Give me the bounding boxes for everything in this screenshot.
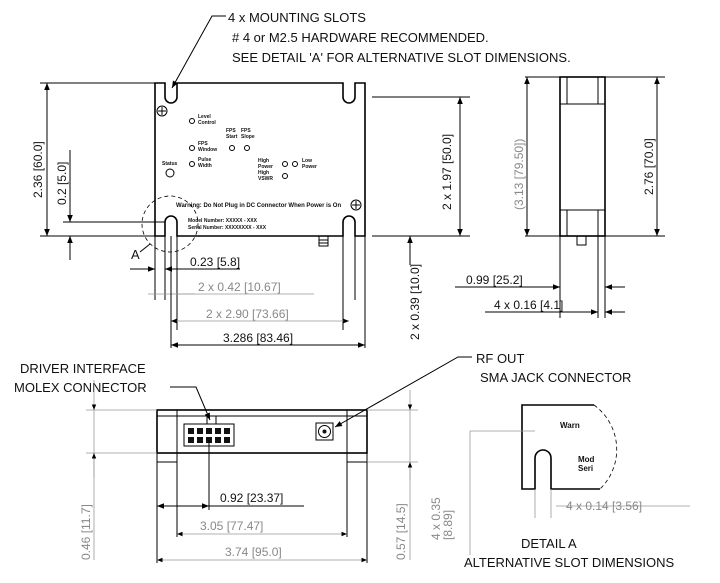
screw-icon	[350, 199, 362, 211]
status-led: Status	[162, 161, 178, 178]
svg-text:High: High	[258, 170, 269, 176]
svg-text:3.74 [95.0]: 3.74 [95.0]	[225, 545, 282, 559]
svg-text:Pulse: Pulse	[198, 157, 212, 163]
svg-text:FPS: FPS	[198, 141, 208, 147]
side-view: (3.13 [79.50]) 2.76 [70.0] 0.99 [25.2] 4…	[455, 76, 665, 318]
svg-text:VSWR: VSWR	[258, 176, 273, 182]
front-callouts: DRIVER INTERFACE MOLEX CONNECTOR RF OUT …	[14, 351, 631, 428]
svg-text:Power: Power	[258, 164, 273, 170]
svg-text:Window: Window	[198, 147, 217, 153]
svg-text:Power: Power	[302, 164, 317, 170]
top-view-dimensions: 2.36 [60.0] 0.2 [5.0] 2 x 1.97 [50.0] 2 …	[31, 82, 470, 348]
svg-text:Low: Low	[302, 158, 312, 164]
fps-window-pot: FPS Window	[189, 141, 217, 153]
fps-start-pot: FPS Start	[226, 128, 238, 151]
svg-text:ALTERNATIVE SLOT DIMENSIONS: ALTERNATIVE SLOT DIMENSIONS	[464, 555, 675, 570]
svg-text:4 x 0.35: 4 x 0.35	[429, 497, 443, 540]
svg-text:Level: Level	[198, 114, 211, 120]
high-power-led: High Power	[258, 158, 288, 170]
svg-text:SEE DETAIL 'A' FOR ALTERNATIVE: SEE DETAIL 'A' FOR ALTERNATIVE SLOT DIME…	[232, 50, 571, 65]
svg-text:0.57 [14.5]: 0.57 [14.5]	[394, 503, 408, 560]
svg-text:DRIVER INTERFACE: DRIVER INTERFACE	[20, 361, 146, 376]
serial-label: Serial Number: XXXXXXXX - XXX	[188, 225, 267, 231]
svg-text:Control: Control	[198, 120, 216, 126]
svg-text:DETAIL A: DETAIL A	[521, 536, 577, 551]
svg-text:4 x 0.16 [4.1]: 4 x 0.16 [4.1]	[494, 298, 563, 312]
svg-text:3.286 [83.46]: 3.286 [83.46]	[223, 331, 293, 345]
svg-text:Status: Status	[162, 161, 178, 167]
svg-text:Slope: Slope	[241, 134, 255, 140]
detail-a-marker: A	[131, 247, 140, 262]
svg-text:Warn: Warn	[560, 421, 580, 430]
svg-text:0.46 [11.7]: 0.46 [11.7]	[79, 504, 93, 560]
svg-text:0.92 [23.37]: 0.92 [23.37]	[220, 491, 283, 505]
svg-text:3.05 [77.47]: 3.05 [77.47]	[200, 519, 263, 533]
svg-text:2 x 0.42 [10.67]: 2 x 0.42 [10.67]	[198, 280, 281, 294]
level-control-pot: Level Control	[189, 114, 216, 126]
mounting-slots-note: 4 x MOUNTING SLOTS # 4 or M2.5 HARDWARE …	[171, 10, 571, 89]
fps-slope-pot: FPS Slope	[241, 128, 255, 151]
svg-text:SMA JACK CONNECTOR: SMA JACK CONNECTOR	[480, 370, 631, 385]
svg-text:Seri: Seri	[578, 464, 593, 473]
svg-text:[8.89]: [8.89]	[441, 510, 455, 540]
low-power-led: Low Power	[292, 158, 317, 170]
svg-text:2 x 2.90 [73.66]: 2 x 2.90 [73.66]	[206, 307, 289, 321]
svg-text:4 x 0.14 [3.56]: 4 x 0.14 [3.56]	[566, 499, 642, 513]
high-vswr-led: High VSWR	[258, 170, 288, 182]
svg-text:(3.13 [79.50]): (3.13 [79.50])	[512, 139, 526, 210]
svg-text:2.76 [70.0]: 2.76 [70.0]	[642, 138, 656, 195]
svg-text:FPS: FPS	[241, 128, 251, 134]
model-label: Model Number: XXXXX - XXX	[188, 218, 258, 224]
svg-text:FPS: FPS	[226, 128, 236, 134]
svg-text:Mod: Mod	[578, 455, 595, 464]
svg-text:0.99 [25.2]: 0.99 [25.2]	[466, 273, 523, 287]
svg-text:4 x MOUNTING SLOTS: 4 x MOUNTING SLOTS	[228, 10, 366, 25]
warning-label: Warning: Do Not Plug in DC Connector Whe…	[176, 203, 341, 209]
top-view: Level Control FPS Window FPS Start FPS S…	[131, 82, 366, 262]
front-view-dimensions: 0.46 [11.7] 0.57 [14.5] 0.92 [23.37] 3.0…	[79, 380, 418, 563]
svg-text:RF OUT: RF OUT	[476, 351, 524, 366]
svg-text:Start: Start	[226, 134, 238, 140]
svg-text:2 x 0.39 [10.0]: 2 x 0.39 [10.0]	[408, 264, 422, 340]
svg-text:2 x 1.97 [50.0]: 2 x 1.97 [50.0]	[440, 134, 454, 210]
svg-text:MOLEX CONNECTOR: MOLEX CONNECTOR	[14, 380, 147, 395]
svg-text:High: High	[258, 158, 269, 164]
detail-a-view: Warn Mod Seri 4 x 0.35 [8.89] 4 x 0.14 […	[429, 404, 690, 570]
svg-text:Width: Width	[198, 163, 212, 169]
detail-a-circle	[141, 195, 199, 253]
svg-text:# 4 or M2.5 HARDWARE RECOMMEND: # 4 or M2.5 HARDWARE RECOMMENDED.	[232, 30, 489, 45]
svg-text:2.36 [60.0]: 2.36 [60.0]	[31, 141, 45, 198]
pulse-width-pot: Pulse Width	[189, 157, 212, 169]
sma-connector-icon	[315, 422, 334, 441]
front-view	[156, 409, 368, 463]
svg-text:0.23 [5.8]: 0.23 [5.8]	[190, 255, 240, 269]
screw-icon	[156, 105, 168, 117]
svg-text:0.2 [5.0]: 0.2 [5.0]	[55, 162, 69, 205]
